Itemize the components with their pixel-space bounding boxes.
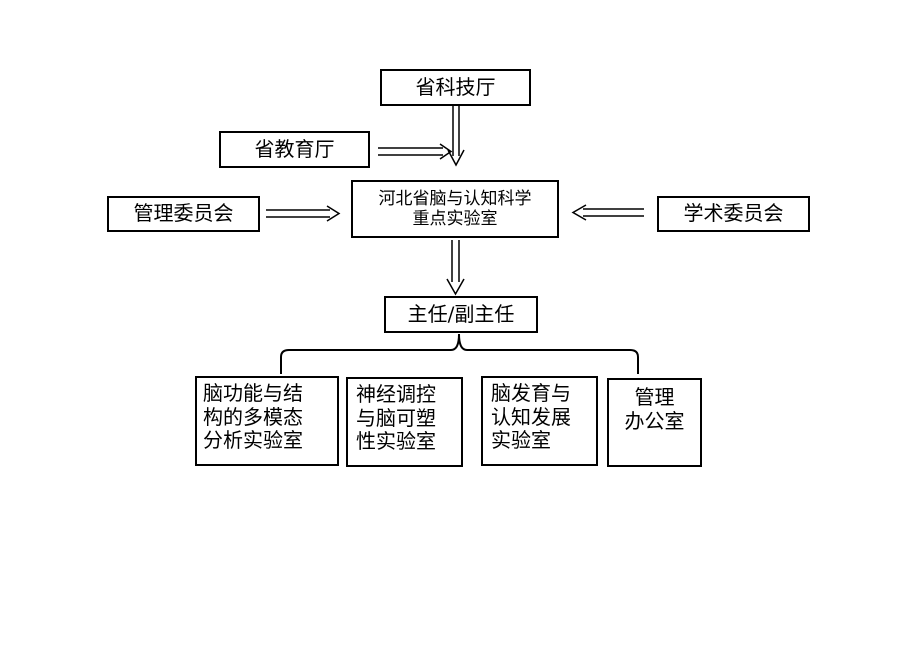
- node-zhuren: 主任/副主任: [384, 296, 538, 333]
- node-lab3: 脑发育与 认知发展 实验室: [481, 376, 598, 466]
- node-label: 主任/副主任: [407, 301, 515, 326]
- arrow-guanli-to-main: [266, 205, 341, 222]
- arrow-xueshu-to-main: [571, 204, 644, 221]
- node-lab2: 神经调控 与脑可塑 性实验室: [346, 377, 463, 467]
- arrow-kejiting-to-main: [447, 106, 465, 167]
- node-label: 省教育厅: [254, 136, 335, 161]
- node-main-lab: 河北省脑与认知科学 重点实验室: [351, 180, 559, 238]
- node-kejiting: 省科技厅: [380, 69, 531, 106]
- node-label: 脑功能与结 构的多模态 分析实验室: [203, 381, 303, 453]
- node-label: 管理委员会: [133, 201, 234, 226]
- node-label: 学术委员会: [683, 201, 784, 226]
- node-office: 管理 办公室: [607, 378, 702, 467]
- brace-to-labs: [280, 333, 639, 374]
- node-label: 河北省脑与认知科学 重点实验室: [378, 188, 532, 229]
- node-label: 省科技厅: [415, 74, 496, 99]
- node-xueshu: 学术委员会: [657, 196, 810, 232]
- node-label: 脑发育与 认知发展 实验室: [491, 381, 571, 453]
- node-lab1: 脑功能与结 构的多模态 分析实验室: [195, 376, 339, 466]
- node-jiaoyuting: 省教育厅: [219, 131, 370, 168]
- node-guanli: 管理委员会: [107, 196, 260, 232]
- arrow-main-to-zhuren: [446, 240, 465, 296]
- node-label: 神经调控 与脑可塑 性实验室: [356, 382, 436, 454]
- node-label: 管理 办公室: [624, 385, 685, 433]
- arrow-jiaoyuting-to-main: [378, 143, 453, 160]
